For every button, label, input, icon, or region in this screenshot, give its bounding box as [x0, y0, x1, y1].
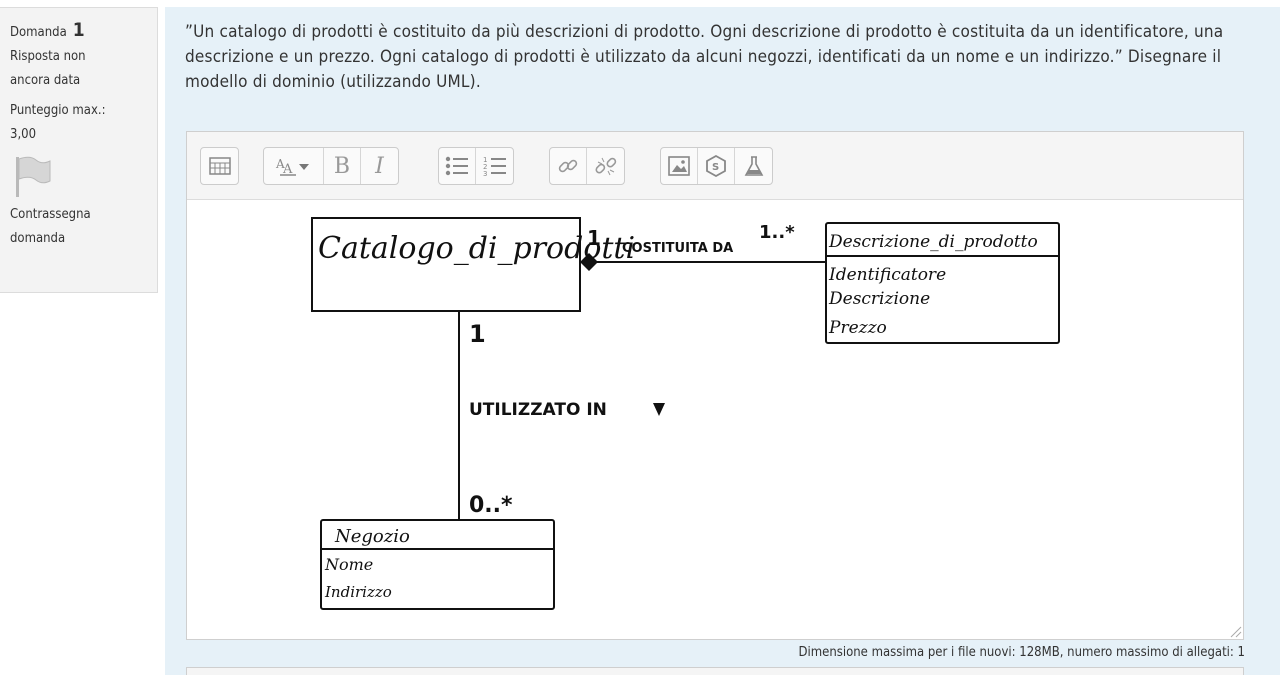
shop-attr-1: Nome [324, 555, 373, 574]
image-icon [668, 156, 690, 176]
question-number: Domanda 1 [10, 18, 147, 45]
unordered-list-icon [445, 156, 468, 176]
equation-icon [744, 156, 763, 176]
font-color-icon: A A [275, 157, 309, 177]
description-attr-1: Identificatore [828, 265, 946, 285]
editor-toolbar: A A B I 1 [187, 132, 1243, 200]
font-color-button[interactable]: A A [264, 148, 324, 184]
link-button[interactable] [550, 148, 587, 184]
usage-mult-bottom: 0..* [469, 493, 513, 518]
svg-text:S: S [712, 162, 719, 173]
toolbar-group-format: A A B I [263, 147, 399, 185]
file-picker-panel[interactable] [186, 667, 1244, 675]
ordered-list-button[interactable]: 1 2 3 [476, 148, 513, 184]
bold-button[interactable]: B [324, 148, 361, 184]
description-attr-3: Prezzo [828, 318, 887, 338]
unlink-button[interactable] [587, 148, 624, 184]
file-limits-text: Dimensione massima per i file nuovi: 128… [798, 645, 1245, 660]
italic-icon: I [375, 153, 384, 179]
flag-question-link[interactable]: Contrassegna domanda [10, 207, 91, 246]
shop-class-box [320, 519, 555, 610]
svg-text:A: A [282, 162, 293, 177]
shop-class-name: Negozio [334, 526, 410, 547]
question-info-panel: Domanda 1 Risposta non ancora data Punte… [0, 7, 158, 293]
bold-icon: B [333, 153, 351, 179]
media-button[interactable]: S [698, 148, 735, 184]
direction-triangle [653, 403, 665, 416]
answer-canvas[interactable]: Catalogo_di_prodotti Descrizione_di_prod… [187, 200, 1243, 639]
ordered-list-icon: 1 2 3 [483, 156, 506, 177]
unlink-icon [594, 157, 616, 176]
description-attr-2: Descrizione [828, 289, 930, 309]
toggle-toolbar-button[interactable] [201, 148, 238, 184]
svg-text:2: 2 [483, 163, 487, 171]
question-number-value: 1 [72, 19, 85, 41]
shop-attr-2: Indirizzo [324, 583, 392, 601]
toolbar-group-toggle [200, 147, 239, 185]
toolbar-group-media: S [660, 147, 773, 185]
media-icon: S [706, 155, 726, 177]
toolbar-group-lists: 1 2 3 [438, 147, 514, 185]
question-text: ”Un catalogo di prodotti è costituito da… [185, 22, 1224, 92]
image-button[interactable] [661, 148, 698, 184]
composition-diamond [580, 253, 598, 271]
usage-mult-top: 1 [469, 320, 486, 348]
italic-button[interactable]: I [361, 148, 398, 184]
catalog-class-box [311, 217, 581, 312]
max-score-label: Punteggio max.: [10, 103, 106, 118]
catalog-class-name: Catalogo_di_prodotti [318, 231, 635, 266]
resize-grip-icon [1230, 626, 1242, 638]
toggle-toolbar-icon [208, 157, 231, 175]
equation-button[interactable] [735, 148, 772, 184]
svg-text:3: 3 [483, 170, 487, 177]
question-label: Domanda [10, 25, 67, 40]
description-class-box [825, 222, 1060, 344]
answer-editor[interactable]: A A B I 1 [186, 131, 1244, 640]
svg-text:A: A [275, 157, 285, 171]
composition-mult-right: 1..* [759, 222, 795, 243]
composition-mult-left: 1 [587, 226, 601, 250]
description-class-name: Descrizione_di_prodotto [828, 232, 1038, 252]
usage-label: UTILIZZATO IN [469, 400, 607, 420]
composition-label: COSTITUITA DA [622, 241, 733, 256]
question-status: Risposta non ancora data [10, 49, 86, 88]
max-score-value: 3,00 [10, 127, 37, 142]
unordered-list-button[interactable] [439, 148, 476, 184]
flag-icon[interactable] [12, 155, 52, 199]
link-icon [558, 159, 578, 173]
svg-text:1: 1 [483, 156, 487, 164]
toolbar-group-links [549, 147, 625, 185]
